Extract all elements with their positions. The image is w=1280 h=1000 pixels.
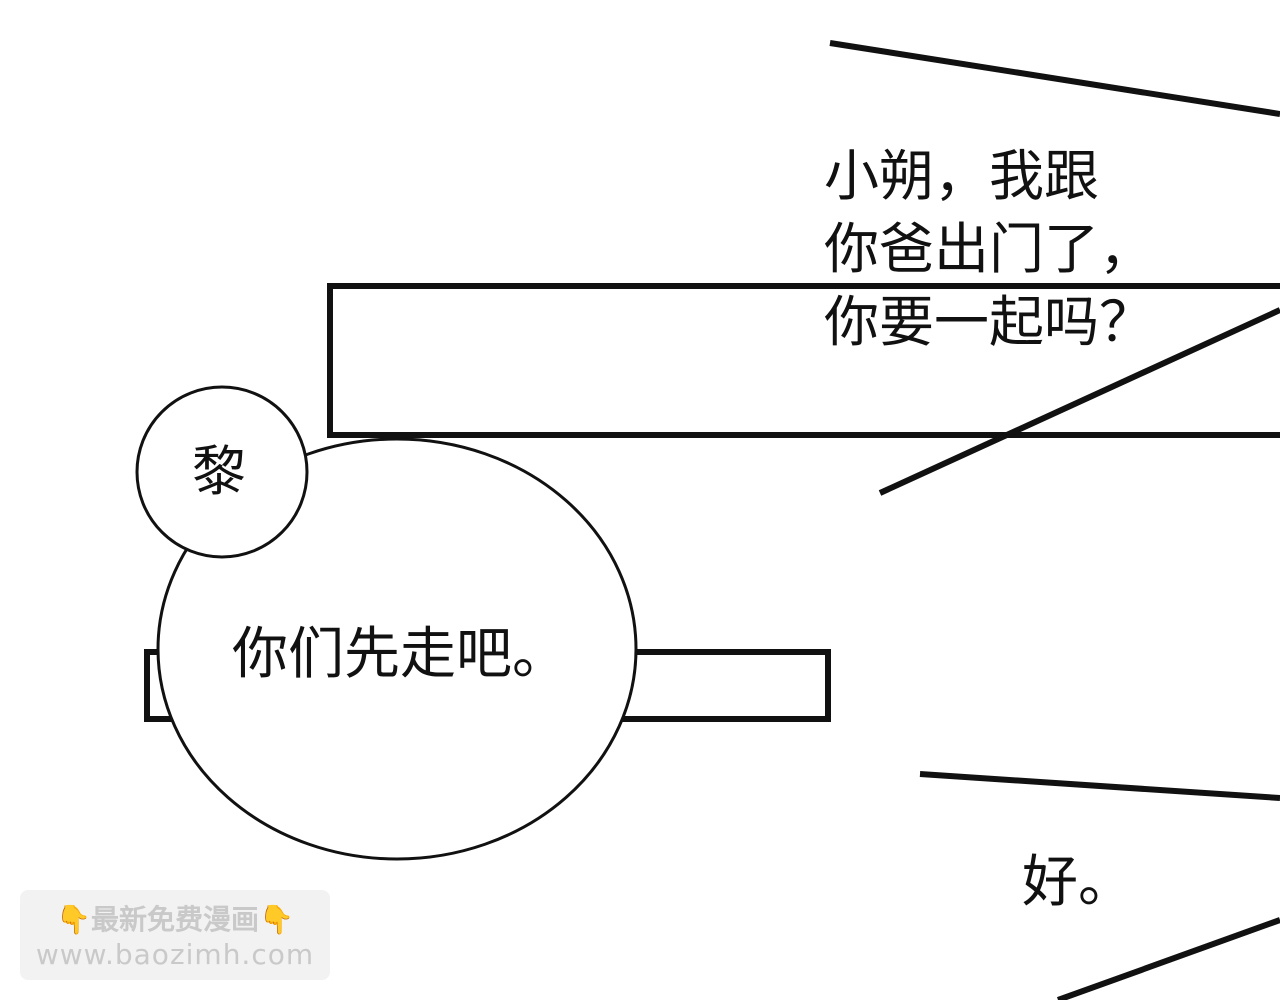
- speech-line-2: 你爸出门了，: [824, 217, 1155, 281]
- watermark-title-row: 👇最新免费漫画👇: [20, 902, 330, 938]
- watermark-title: 最新免费漫画: [90, 903, 259, 936]
- pointing-down-hand-icon: 👇: [56, 903, 91, 936]
- speech-line-bottom: [919, 771, 1280, 801]
- speech-bubble: [156, 437, 638, 861]
- speech-text-middle: 你们先走吧。: [232, 622, 568, 687]
- pointing-down-hand-icon: 👇: [259, 903, 294, 936]
- speaker-name-circle: [135, 385, 309, 559]
- watermark[interactable]: 👇最新免费漫画👇 www.baozimh.com: [20, 890, 330, 980]
- speech-line-corner: [1056, 917, 1280, 1000]
- upper-caption-box: [327, 283, 1280, 438]
- speech-tail-line: [878, 307, 1280, 496]
- speech-text-top: 小朔，我跟 你爸出门了， 你要一起吗？: [824, 140, 1154, 359]
- speaker-name: 黎: [192, 440, 246, 503]
- speech-line-1: 小朔，我跟: [824, 144, 1100, 208]
- speech-line-3: 你要一起吗？: [824, 290, 1155, 354]
- speech-text-bottom: 好。: [1022, 850, 1134, 915]
- speech-line-top: [829, 40, 1280, 117]
- watermark-url[interactable]: www.baozimh.com: [35, 938, 315, 971]
